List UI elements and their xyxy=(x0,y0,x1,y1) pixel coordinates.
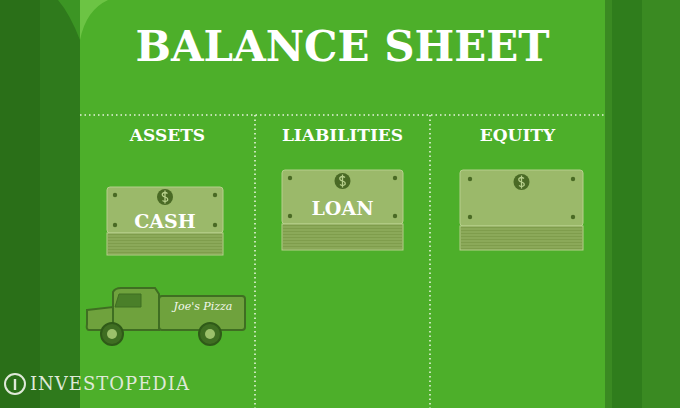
balance-column: ASSETS CASH Joe's Pizza xyxy=(80,115,255,408)
stack-label: LOAN xyxy=(280,198,405,218)
balance-column: EQUITY xyxy=(430,115,605,408)
right-band xyxy=(612,0,642,408)
balance-column: LIABILITIES LOAN xyxy=(255,115,430,408)
column-dividers xyxy=(80,115,605,408)
dollar-symbol xyxy=(340,175,345,188)
sheet-title: BALANCE SHEET xyxy=(80,22,605,72)
column-heading: EQUITY xyxy=(430,115,605,146)
dollar-coin xyxy=(157,189,173,205)
dollar-symbol xyxy=(162,191,167,204)
pizza-truck: Joe's Pizza xyxy=(85,280,250,348)
bill-stripes xyxy=(283,227,402,248)
watermark: INVESTOPEDIA xyxy=(30,373,190,395)
bill-stripes xyxy=(108,236,222,254)
wheels xyxy=(101,323,221,345)
pizza-truck-outline xyxy=(85,280,250,348)
page-curl-shadow xyxy=(58,0,80,40)
dollar-coin xyxy=(335,173,351,189)
logo-ring xyxy=(5,374,25,394)
column-heading: LIABILITIES xyxy=(255,115,430,146)
right-strip xyxy=(605,0,680,408)
bill-edges xyxy=(107,233,223,255)
truck-lettering: Joe's Pizza xyxy=(163,300,243,313)
stack-label: CASH xyxy=(105,211,225,231)
money-stack xyxy=(460,170,583,250)
bill-edges xyxy=(282,224,403,250)
left-strip xyxy=(0,0,40,408)
sheet-panel xyxy=(80,0,605,408)
column-heading: ASSETS xyxy=(80,115,255,146)
money-stack: LOAN xyxy=(280,168,405,252)
money-stack: CASH xyxy=(105,185,225,257)
page-curl xyxy=(80,0,108,40)
cab-window xyxy=(115,294,141,307)
